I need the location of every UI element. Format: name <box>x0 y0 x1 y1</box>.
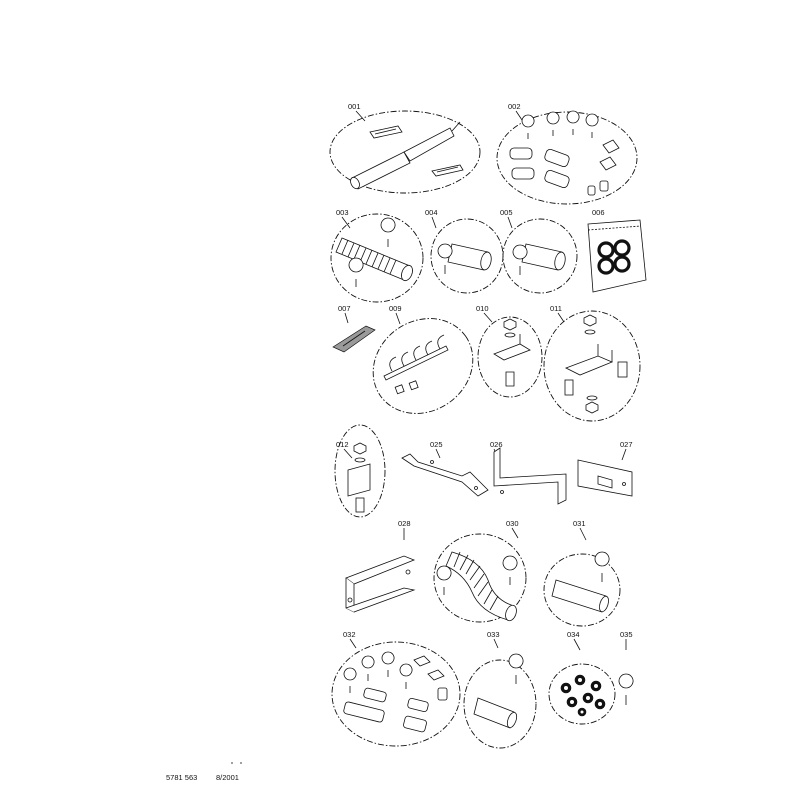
part-label: 006 <box>592 208 605 217</box>
part-030-drawing <box>433 527 527 623</box>
part-label: 034 <box>567 630 580 639</box>
part-035-drawing <box>618 639 634 705</box>
scan-marks <box>231 762 242 764</box>
part-label: 003 <box>336 208 349 217</box>
part-label: 004 <box>425 208 438 217</box>
part-028-drawing <box>345 528 416 613</box>
part-033-drawing <box>463 638 537 749</box>
part-026-drawing <box>493 447 567 505</box>
part-label: 033 <box>487 630 500 639</box>
part-label: 030 <box>506 519 519 528</box>
part-005-drawing <box>502 216 578 294</box>
part-007-drawing <box>332 312 376 353</box>
part-009-drawing <box>372 312 474 414</box>
part-label: 005 <box>500 208 513 217</box>
part-label: 032 <box>343 630 356 639</box>
part-006-drawing <box>587 219 647 293</box>
part-label: 011 <box>550 304 562 313</box>
document-number: 5781 563 <box>166 773 198 782</box>
part-012-drawing <box>334 424 386 518</box>
part-label: 010 <box>476 304 489 313</box>
part-label: 031 <box>573 519 586 528</box>
part-031-drawing <box>543 527 621 627</box>
part-027-drawing <box>577 448 633 497</box>
part-004-drawing <box>430 216 504 294</box>
part-label: 028 <box>398 519 411 528</box>
part-003-drawing <box>330 213 424 303</box>
part-label: 035 <box>620 630 633 639</box>
part-label: 007 <box>338 304 351 313</box>
part-010-drawing <box>477 312 543 398</box>
part-011-drawing <box>543 310 641 422</box>
part-label: 012 <box>336 440 349 449</box>
part-002-drawing <box>496 110 638 205</box>
part-label: 025 <box>430 440 443 449</box>
part-label: 027 <box>620 440 633 449</box>
document-date: 8/2001 <box>216 773 239 782</box>
part-034-drawing <box>548 638 616 725</box>
part-label: 009 <box>389 304 402 313</box>
part-032-drawing <box>331 638 461 747</box>
part-025-drawing <box>401 448 489 497</box>
part-label: 001 <box>348 102 361 111</box>
part-label: 002 <box>508 102 521 111</box>
part-001-drawing <box>329 110 481 194</box>
part-label: 026 <box>490 440 503 449</box>
